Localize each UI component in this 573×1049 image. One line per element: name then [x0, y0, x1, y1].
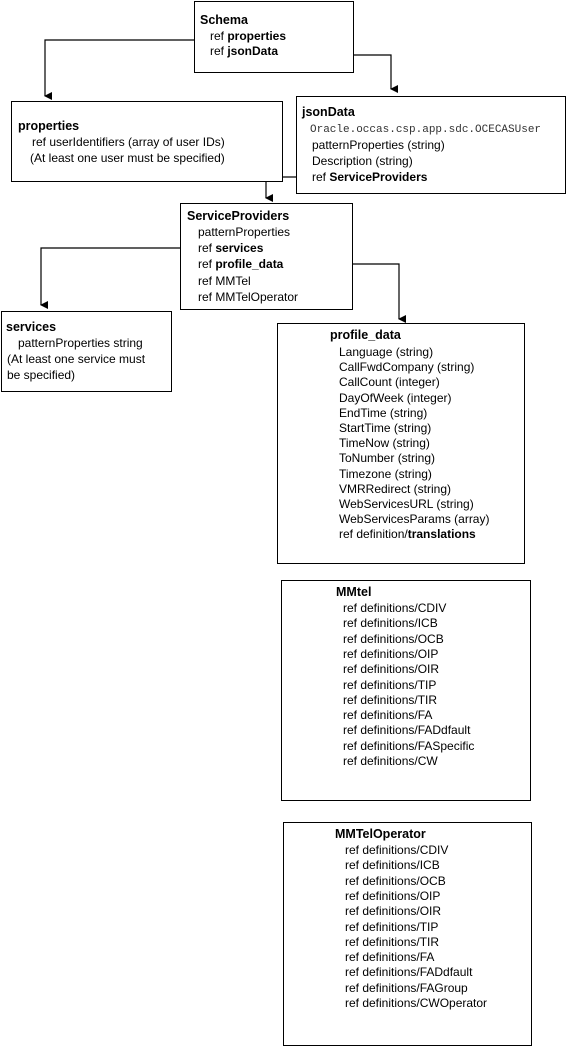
profiledata-ref-translations: ref definition/translations — [339, 527, 476, 542]
mmtel-ref: ref definitions/OIP — [343, 646, 439, 661]
jsondata-classname: Oracle.occas.csp.app.sdc.OCECASUser — [310, 124, 542, 136]
mmteloperator-ref: ref definitions/TIP — [345, 919, 439, 934]
mmteloperator-title: MMTelOperator — [335, 827, 426, 841]
jsondata-ref-serviceproviders: ref ServiceProviders — [312, 170, 428, 184]
profiledata-title: profile_data — [330, 328, 401, 342]
properties-line: (At least one user must be specified) — [30, 151, 225, 165]
schema-title: Schema — [200, 13, 248, 27]
profiledata-field: WebServicesURL (string) — [339, 497, 474, 511]
mmteloperator-ref: ref definitions/TIR — [345, 934, 440, 949]
profiledata-field: CallCount (integer) — [339, 375, 440, 390]
serviceproviders-box: ServiceProviders patternProperties ref s… — [180, 203, 353, 310]
properties-box: properties ref userIdentifiers (array of… — [11, 101, 283, 182]
mmtel-ref: ref definitions/TIP — [343, 677, 437, 692]
properties-title: properties — [18, 119, 80, 133]
profiledata-field: WebServicesParams (array) — [339, 512, 490, 527]
profiledata-field: EndTime (string) — [339, 405, 428, 420]
properties-line: ref userIdentifiers (array of user IDs) — [32, 135, 225, 149]
mmtel-ref: ref definitions/CDIV — [343, 601, 447, 615]
mmteloperator-ref: ref definitions/ICB — [345, 858, 440, 873]
mmtel-ref: ref definitions/OIR — [343, 662, 440, 677]
mmtel-ref: ref definitions/FASpecific — [343, 738, 475, 753]
profiledata-field: CallFwdCompany (string) — [339, 360, 475, 375]
profiledata-field: StartTime (string) — [339, 421, 432, 435]
mmtel-ref: ref definitions/FA — [343, 708, 433, 723]
mmteloperator-ref: ref definitions/OIP — [345, 888, 441, 903]
profiledata-field: DayOfWeek (integer) — [339, 390, 452, 405]
schema-ref-properties: ref properties — [210, 29, 287, 43]
services-line: patternProperties string — [18, 336, 143, 350]
mmtel-title: MMtel — [336, 585, 372, 599]
services-title: services — [6, 320, 57, 334]
jsondata-title: jsonData — [302, 105, 355, 119]
serviceproviders-line: ref MMTelOperator — [198, 290, 299, 304]
mmtel-ref: ref definitions/TIR — [343, 692, 438, 707]
schema-ref-jsondata: ref jsonData — [210, 44, 279, 58]
serviceproviders-line: ref MMTel — [198, 274, 251, 288]
mmtel-ref: ref definitions/ICB — [343, 616, 438, 631]
mmteloperator-ref: ref definitions/CWOperator — [345, 996, 488, 1010]
serviceproviders-ref-profiledata: ref profile_data — [198, 257, 284, 271]
profiledata-field: VMRRedirect (string) — [339, 481, 452, 496]
jsondata-box: jsonData Oracle.occas.csp.app.sdc.OCECAS… — [296, 96, 566, 194]
profiledata-field: ToNumber (string) — [339, 451, 436, 466]
mmteloperator-ref: ref definitions/FAGroup — [345, 980, 468, 995]
serviceproviders-ref-services: ref services — [198, 241, 264, 255]
mmteloperator-ref: ref definitions/OIR — [345, 904, 442, 919]
jsondata-line: Description (string) — [312, 154, 413, 168]
profiledata-box: profile_data Language (string)CallFwdCom… — [277, 323, 525, 564]
serviceproviders-title: ServiceProviders — [187, 209, 290, 223]
mmtel-ref: ref definitions/FADdfault — [343, 723, 471, 738]
profiledata-field: Timezone (string) — [339, 466, 432, 481]
arrow-serviceproviders-to-services — [40, 247, 194, 309]
profiledata-field: TimeNow (string) — [339, 436, 430, 451]
mmtel-ref: ref definitions/CW — [343, 754, 438, 768]
arrow-schema-to-properties — [44, 39, 206, 100]
mmteloperator-ref: ref definitions/FADdfault — [345, 965, 473, 980]
mmteloperator-ref: ref definitions/OCB — [345, 873, 446, 888]
mmtel-ref: ref definitions/OCB — [343, 631, 444, 646]
services-box: services patternProperties string (At le… — [1, 311, 172, 392]
schema-box: Schema ref properties ref jsonData — [194, 1, 354, 73]
services-line: be specified) — [7, 368, 76, 382]
mmteloperator-ref: ref definitions/CDIV — [345, 843, 449, 857]
services-line: (At least one service must — [7, 352, 146, 366]
profiledata-field: Language (string) — [339, 345, 434, 359]
mmteloperator-ref: ref definitions/FA — [345, 950, 435, 965]
serviceproviders-line: patternProperties — [198, 225, 291, 239]
jsondata-line: patternProperties (string) — [312, 138, 445, 152]
